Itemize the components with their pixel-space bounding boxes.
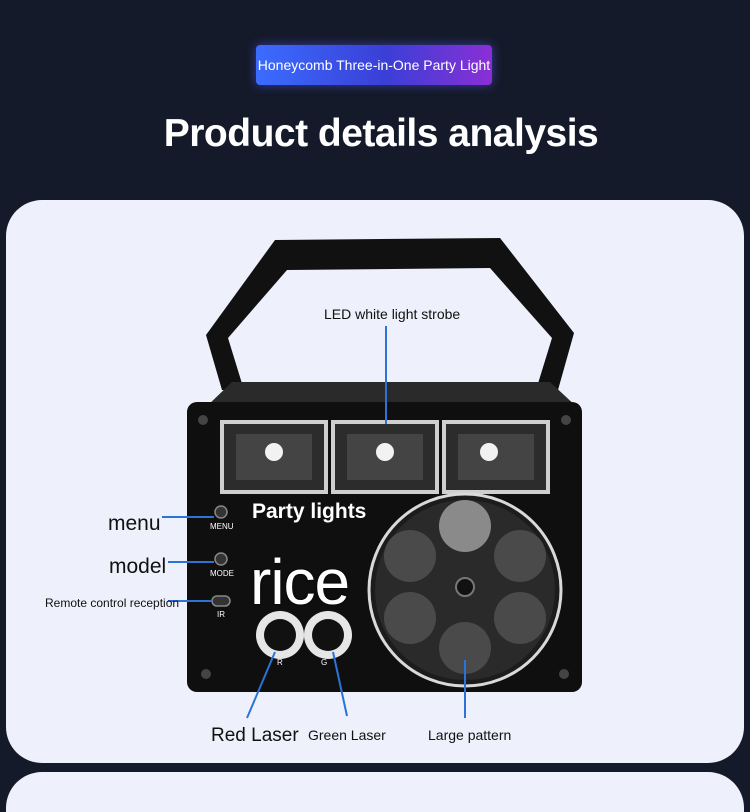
overlay-text: rice [250, 546, 350, 618]
red-laser-port [256, 611, 304, 659]
menu-label: MENU [210, 522, 234, 531]
device-top [205, 382, 578, 408]
title-banner: Honeycomb Three-in-One Party Light [256, 45, 492, 85]
callout-red-laser: Red Laser [211, 725, 299, 746]
page-heading: Product details analysis [163, 112, 599, 155]
g-label: G [321, 658, 328, 667]
callout-led: LED white light strobe [324, 306, 461, 322]
ir-receiver [211, 595, 231, 607]
r-label: R [277, 658, 283, 667]
callout-remote: Remote control reception [45, 596, 180, 610]
callout-menu: menu [108, 512, 161, 535]
mode-button [214, 552, 228, 566]
banner-title: Honeycomb Three-in-One Party Light [257, 57, 491, 73]
mode-label: MODE [210, 569, 234, 578]
next-card-edge [6, 772, 744, 812]
ir-label: IR [217, 610, 225, 619]
pattern-lens [367, 492, 563, 688]
screw-icon [201, 669, 211, 679]
screw-icon [559, 669, 569, 679]
led-strobe-middle [331, 420, 439, 494]
screw-icon [561, 415, 571, 425]
led-strobe-right [442, 420, 550, 494]
callout-lines [162, 326, 466, 719]
brand-text: Party lights [252, 500, 367, 523]
party-light-illustration [162, 238, 582, 719]
device-handle [206, 238, 574, 390]
led-strobe-left [220, 420, 328, 494]
callout-green-laser: Green Laser [308, 727, 386, 743]
menu-button [214, 505, 228, 519]
green-laser-port [304, 611, 352, 659]
callout-large-pattern: Large pattern [428, 727, 512, 743]
screw-icon [198, 415, 208, 425]
callout-model: model [109, 555, 167, 578]
